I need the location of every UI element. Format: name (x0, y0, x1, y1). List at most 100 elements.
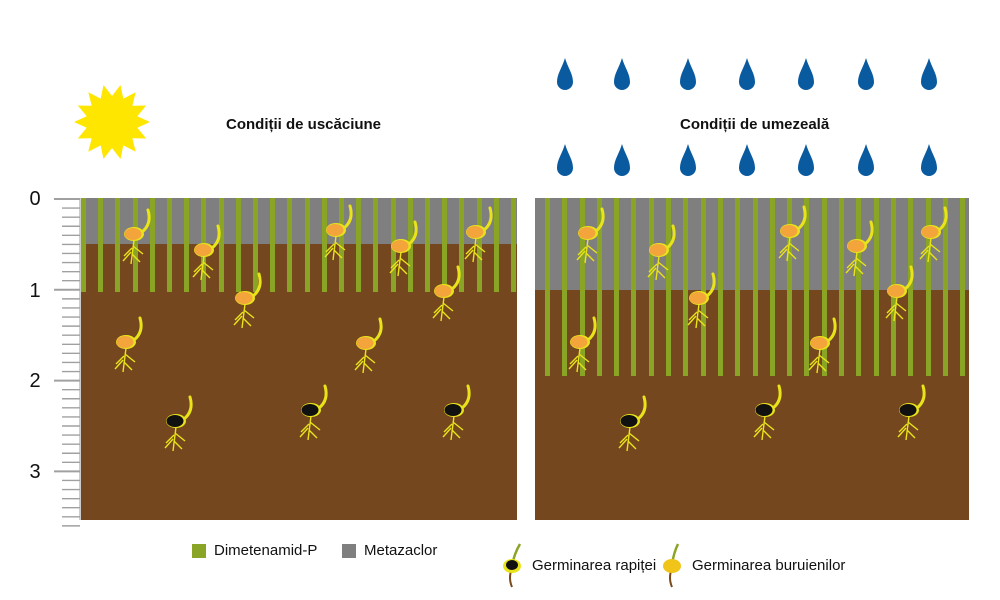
dimethenamid-stripe (442, 198, 447, 292)
shoot (863, 220, 874, 246)
dimethenamid-stripe (133, 198, 138, 292)
weed-seedling-icon (808, 317, 837, 374)
raindrop-icon (798, 58, 814, 90)
root (389, 251, 411, 277)
dimethenamid-stripe (494, 198, 499, 292)
root (885, 296, 907, 322)
seed (887, 285, 905, 297)
dimethenamid-stripe (477, 198, 482, 292)
shoot (342, 204, 353, 230)
raindrop-icon (557, 58, 573, 90)
rapeseed-seedling-icon (442, 384, 471, 441)
weed-seedling-icon (778, 205, 807, 262)
dimethenamid-stripe (270, 198, 275, 292)
seed (780, 225, 798, 237)
dimethenamid-stripe (683, 198, 688, 376)
shoot (915, 384, 926, 410)
seed (689, 292, 707, 304)
metazachlor-layer (81, 198, 517, 244)
seed (166, 415, 184, 427)
sun-icon (74, 85, 150, 159)
shoot (210, 224, 221, 250)
shoot (251, 272, 262, 298)
seed (116, 336, 134, 348)
weed-seedling-icon (324, 204, 353, 261)
dimethenamid-stripe (649, 198, 654, 376)
root (442, 415, 464, 441)
seed (301, 404, 319, 416)
weed-seedling-icon (114, 316, 143, 373)
seed (194, 244, 212, 256)
legend-rapeseed-label: Germinarea rapiței (532, 556, 657, 574)
weed-seedling-icon (647, 224, 676, 281)
weed-seedling-icon (687, 272, 716, 329)
legend-metazachlor-label: Metazaclor (364, 542, 438, 559)
dimethenamid-stripe (822, 198, 827, 376)
root (778, 236, 800, 262)
seed (570, 336, 588, 348)
legend-weeds-label: Germinarea buruienilor (692, 556, 846, 574)
seed (921, 226, 939, 238)
shoot (705, 272, 716, 298)
weed-seedling-icon (568, 316, 597, 373)
sun-disc (88, 98, 136, 146)
weed-seedling-icon (885, 265, 914, 322)
seed (235, 292, 253, 304)
raindrop-icon (739, 58, 755, 90)
dimethenamid-stripe (339, 198, 344, 292)
raindrop-icon (858, 58, 874, 90)
root (845, 251, 867, 277)
weed-seedling-icon (845, 220, 874, 277)
weed-seedling-icon (122, 208, 151, 265)
legend-metazachlor: Metazaclor (342, 542, 437, 559)
dimethenamid-stripe (839, 198, 844, 376)
dimethenamid-stripe (666, 198, 671, 376)
seed (466, 226, 484, 238)
root (897, 415, 919, 441)
dimethenamid-stripe (631, 198, 636, 376)
shoot (665, 224, 676, 250)
legend-weeds: Germinarea buruienilor (660, 542, 845, 588)
dry-panel (81, 198, 517, 520)
shoot (594, 207, 605, 233)
dimethenamid-stripe (874, 198, 879, 376)
shoot (826, 317, 837, 343)
shoot (182, 395, 193, 421)
dimethenamid-stripe (322, 198, 327, 292)
depth-ruler (54, 198, 81, 527)
seed (391, 240, 409, 252)
dimethenamid-stripe (960, 198, 965, 376)
seed (620, 415, 638, 427)
dimethenamid-stripe (562, 198, 567, 376)
seed (649, 244, 667, 256)
dimethenamid-stripe (167, 198, 172, 292)
dimethenamid-stripe (219, 198, 224, 292)
legend-dimethenamid-label: Dimetenamid-P (214, 542, 318, 559)
dimethenamid-stripe (305, 198, 310, 292)
legend-rapeseed: Germinarea rapiței (500, 542, 656, 588)
root (687, 303, 709, 329)
root (192, 255, 214, 281)
root (324, 235, 346, 261)
root (354, 348, 376, 374)
raindrop-icon (614, 58, 630, 90)
seed (124, 228, 142, 240)
seed (899, 404, 917, 416)
depth-label-3: 3 (29, 461, 41, 483)
shoot (450, 265, 461, 291)
raindrop-icon (680, 144, 696, 176)
weed-seedling-icon (233, 272, 262, 329)
root (647, 255, 669, 281)
dimethenamid-stripe (425, 198, 430, 292)
root (618, 426, 640, 452)
rapeseed-seedling-icon (753, 384, 782, 441)
root (114, 347, 136, 373)
seed (444, 404, 462, 416)
dimethenamid-stripe (184, 198, 189, 292)
shoot (460, 384, 471, 410)
weed-seedling-icon (354, 317, 383, 374)
dimethenamid-stripe (287, 198, 292, 292)
raindrop-icon (739, 144, 755, 176)
root (122, 239, 144, 265)
